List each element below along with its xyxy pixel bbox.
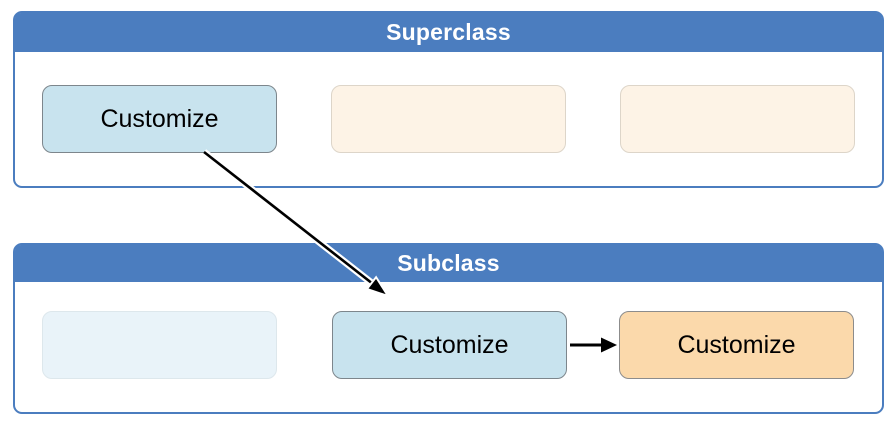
superclass-title: Superclass [386,19,511,45]
subclass-title: Subclass [397,250,500,276]
subclass-customize-middle-box: Customize [332,311,567,379]
subclass-panel: Subclass Customize Customize [13,243,884,414]
superclass-customize-box: Customize [42,85,277,153]
subclass-header: Subclass [15,245,882,282]
subclass-customize-middle-label: Customize [390,330,509,359]
subclass-customize-right-label: Customize [677,330,796,359]
subclass-placeholder-box [42,311,277,379]
superclass-header: Superclass [15,13,882,52]
superclass-placeholder-box-1 [331,85,566,153]
subclass-customize-right-box: Customize [619,311,854,379]
superclass-placeholder-box-2 [620,85,855,153]
superclass-panel: Superclass Customize [13,11,884,188]
superclass-customize-label: Customize [100,104,219,133]
